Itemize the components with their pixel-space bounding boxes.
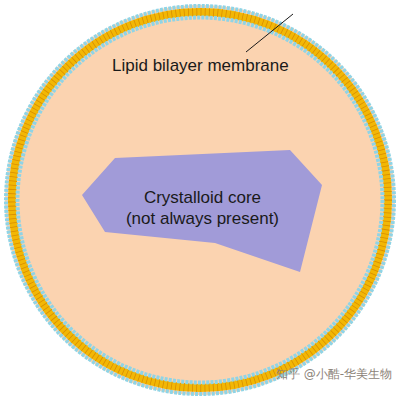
outer-lipid-heads [6, 6, 394, 394]
lipid-tail-lines [12, 12, 388, 388]
vesicle-lumen [5, 5, 395, 395]
membrane-label: Lipid bilayer membrane [112, 56, 289, 76]
lipid-tails [12, 12, 388, 388]
core-text-holder: Crystalloid core(not always present) [80, 148, 325, 276]
core-label: Crystalloid core [144, 187, 261, 208]
leader-line [246, 14, 293, 52]
watermark: 知乎 @小酷-华美生物 [276, 366, 392, 383]
inner-lipid-heads [18, 18, 383, 383]
crystalloid-core: Crystalloid core(not always present) [80, 148, 325, 276]
core-polygon [82, 150, 322, 272]
core-label: (not always present) [126, 208, 279, 229]
